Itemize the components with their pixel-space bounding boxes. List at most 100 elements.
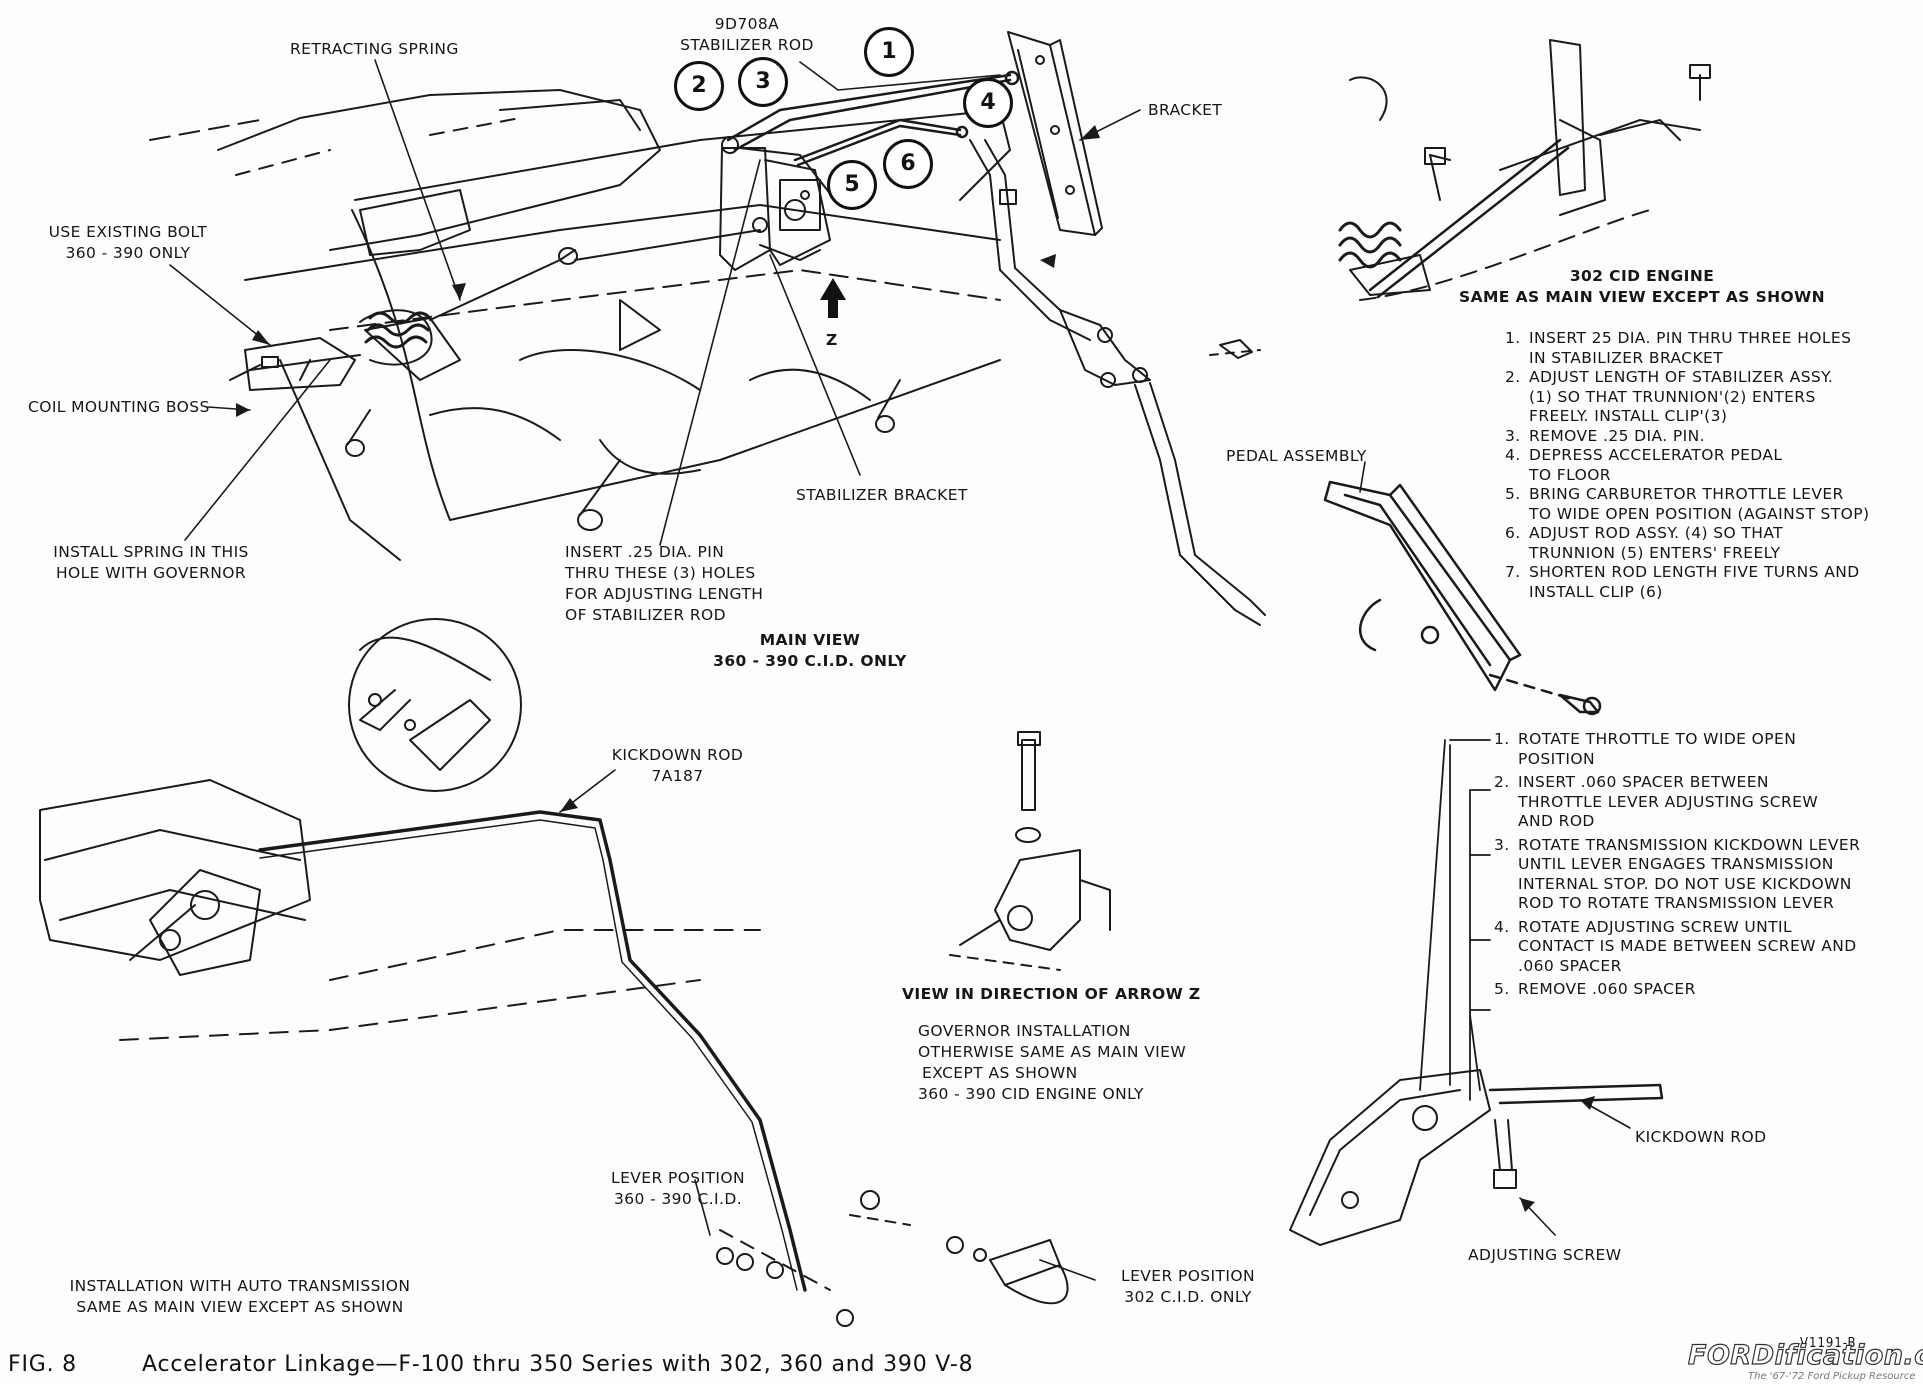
- label-governor-line4: 360 - 390 CID ENGINE ONLY: [918, 1085, 1144, 1103]
- figure-title: Accelerator Linkage—F-100 thru 350 Serie…: [142, 1352, 974, 1377]
- step-302-text: INSERT 25 DIA. PIN THRU THREE HOLES IN S…: [1529, 329, 1852, 367]
- step-302-7: 7. SHORTEN ROD LENGTH FIVE TURNS AND INST…: [1505, 563, 1869, 602]
- step-302-3: 3. REMOVE .25 DIA. PIN.: [1505, 427, 1869, 447]
- carburetor-stabilizer: [719, 136, 836, 271]
- step-302-text: SHORTEN ROD LENGTH FIVE TURNS AND INSTAL…: [1529, 563, 1860, 601]
- step-302-5: 5. BRING CARBURETOR THROTTLE LEVER TO WID…: [1505, 485, 1869, 524]
- label-stabilizer-bracket: STABILIZER BRACKET: [796, 486, 968, 504]
- step-kickdown-text: REMOVE .060 SPACER: [1518, 980, 1696, 998]
- label-stabilizer-rod: 9D708A STABILIZER ROD: [672, 14, 822, 56]
- step-kickdown-text: ROTATE TRANSMISSION KICKDOWN LEVER UNTIL…: [1518, 835, 1861, 913]
- label-governor-line1: GOVERNOR INSTALLATION: [918, 1022, 1131, 1040]
- label-use-existing-bolt-line2: 360 - 390 ONLY: [65, 244, 191, 262]
- step-302-4: 4.DEPRESS ACCELERATOR PEDAL TO FLOOR: [1505, 446, 1869, 485]
- callout-6: 6: [883, 139, 933, 189]
- watermark-tagline: The '67-'72 Ford Pickup Resource: [1748, 1371, 1916, 1382]
- label-kickdown-rod-line1: KICKDOWN ROD: [611, 746, 744, 764]
- callout-1: 1: [864, 27, 914, 77]
- label-main-view-line1: MAIN VIEW: [759, 631, 861, 649]
- label-install-auto-line1: INSTALLATION WITH AUTO TRANSMISSION: [69, 1277, 411, 1295]
- step-302-number: 2.: [1505, 368, 1521, 386]
- step-kickdown-text: ROTATE THROTTLE TO WIDE OPEN POSITION: [1518, 730, 1797, 768]
- kickdown-linkage: [39, 618, 1069, 1327]
- engine-block-main: [149, 89, 1011, 561]
- arrow-z: [820, 278, 846, 318]
- pedal-assembly-drawing: [1323, 480, 1602, 716]
- step-kickdown-number: 5.: [1494, 980, 1510, 998]
- title-302-cid-line1: 302 CID ENGINE: [1569, 267, 1715, 285]
- figure-number: FIG. 8: [8, 1352, 77, 1377]
- label-lever-360-line2: 360 - 390 C.I.D.: [613, 1190, 743, 1208]
- step-kickdown-number: 2.: [1494, 773, 1510, 791]
- step-302-number: 4.: [1505, 446, 1521, 464]
- label-kickdown-rod-top: KICKDOWN ROD 7A187: [600, 745, 755, 787]
- label-install-spring: INSTALL SPRING IN THIS HOLE WITH GOVERNO…: [44, 542, 258, 584]
- label-kickdown-rod-line2: 7A187: [651, 767, 704, 785]
- watermark-logo: FORDification.com: [1687, 1339, 1923, 1371]
- label-lever-302-line2: 302 C.I.D. ONLY: [1124, 1288, 1252, 1306]
- label-insert-pin-line3: FOR ADJUSTING LENGTH: [565, 585, 764, 603]
- label-governor-line2: OTHERWISE SAME AS MAIN VIEW: [918, 1043, 1187, 1061]
- step-kickdown-2: 2. INSERT .060 SPACER BETWEEN THROTTLE LE…: [1494, 773, 1860, 832]
- step-302-text: REMOVE .25 DIA. PIN.: [1529, 426, 1705, 445]
- label-adjusting-screw: ADJUSTING SCREW: [1468, 1246, 1622, 1264]
- label-part-number-rod: 9D708A: [714, 15, 780, 33]
- step-kickdown-text: INSERT .060 SPACER BETWEEN THROTTLE LEVE…: [1518, 773, 1819, 830]
- stabilizer-rods: [726, 70, 1020, 167]
- callout-2: 2: [674, 61, 724, 111]
- step-302-number: 6.: [1505, 524, 1521, 542]
- label-lever-position-302: LEVER POSITION 302 C.I.D. ONLY: [1108, 1266, 1268, 1308]
- label-stabilizer-rod-text: STABILIZER ROD: [680, 36, 814, 54]
- label-install-auto-transmission: INSTALLATION WITH AUTO TRANSMISSION SAME…: [60, 1276, 420, 1318]
- step-kickdown-number: 1.: [1494, 730, 1510, 748]
- retracting-spring-assembly: [229, 229, 761, 391]
- step-kickdown-5: 5. REMOVE .060 SPACER: [1494, 980, 1860, 1000]
- label-install-spring-line1: INSTALL SPRING IN THIS: [53, 543, 249, 561]
- step-302-number: 1.: [1505, 329, 1521, 347]
- step-302-text: ADJUST LENGTH OF STABILIZER ASSY. (1) SO…: [1529, 368, 1834, 425]
- callout-5: 5: [827, 160, 877, 210]
- step-302-number: 5.: [1505, 485, 1521, 503]
- step-302-number: 7.: [1505, 563, 1521, 581]
- step-kickdown-number: 3.: [1494, 835, 1510, 854]
- steps-302-list: 1. INSERT 25 DIA. PIN THRU THREE HOLES IN…: [1505, 329, 1869, 602]
- step-kickdown-4: 4. ROTATE ADJUSTING SCREW UNTIL CONTACT I…: [1494, 918, 1860, 977]
- step-kickdown-3: 3. ROTATE TRANSMISSION KICKDOWN LEVER UNT…: [1494, 836, 1860, 914]
- step-kickdown-1: 1. ROTATE THROTTLE TO WIDE OPEN POSITION: [1494, 730, 1860, 769]
- label-view-arrow-z: VIEW IN DIRECTION OF ARROW Z: [902, 985, 1201, 1003]
- label-retracting-spring: RETRACTING SPRING: [290, 40, 459, 58]
- arrow-heads: [236, 125, 1595, 1212]
- step-302-number: 3.: [1505, 426, 1521, 445]
- callout-4: 4: [963, 78, 1013, 128]
- label-pedal-assembly: PEDAL ASSEMBLY: [1226, 447, 1367, 465]
- step-302-6: 6.ADJUST ROD ASSY. (4) SO THAT TRUNNION …: [1505, 524, 1869, 563]
- label-bracket: BRACKET: [1148, 101, 1223, 119]
- steps-kickdown-list: 1. ROTATE THROTTLE TO WIDE OPEN POSITION 2…: [1494, 730, 1860, 1004]
- label-lever-302-line1: LEVER POSITION: [1121, 1267, 1255, 1285]
- governor-view-z: [949, 731, 1111, 971]
- label-insert-pin-line4: OF STABILIZER ROD: [565, 606, 726, 624]
- title-302-cid: 302 CID ENGINE SAME AS MAIN VIEW EXCEPT …: [1452, 266, 1832, 308]
- label-insert-pin: INSERT .25 DIA. PIN THRU THESE (3) HOLES…: [565, 542, 763, 626]
- label-use-existing-bolt: USE EXISTING BOLT 360 - 390 ONLY: [28, 222, 228, 264]
- label-insert-pin-line2: THRU THESE (3) HOLES: [565, 564, 756, 582]
- bracket-and-pedal-arm: [969, 31, 1266, 626]
- title-302-cid-line2: SAME AS MAIN VIEW EXCEPT AS SHOWN: [1459, 288, 1825, 306]
- label-install-auto-line2: SAME AS MAIN VIEW EXCEPT AS SHOWN: [76, 1298, 404, 1316]
- label-use-existing-bolt-line1: USE EXISTING BOLT: [48, 223, 208, 241]
- label-arrow-z: Z: [826, 331, 838, 349]
- label-lever-position-360: LEVER POSITION 360 - 390 C.I.D.: [598, 1168, 758, 1210]
- label-insert-pin-line1: INSERT .25 DIA. PIN: [565, 543, 725, 561]
- label-lever-360-line1: LEVER POSITION: [611, 1169, 745, 1187]
- figure-caption: FIG. 8 Accelerator Linkage—F-100 thru 350…: [8, 1352, 973, 1377]
- label-coil-mounting-boss: COIL MOUNTING BOSS: [28, 398, 210, 416]
- step-kickdown-text: ROTATE ADJUSTING SCREW UNTIL CONTACT IS …: [1518, 917, 1857, 975]
- step-302-2: 2. ADJUST LENGTH OF STABILIZER ASSY. (1) …: [1505, 368, 1869, 427]
- step-kickdown-number: 4.: [1494, 917, 1510, 936]
- label-governor-line3: EXCEPT AS SHOWN: [922, 1064, 1078, 1082]
- callout-3: 3: [738, 57, 788, 107]
- label-install-spring-line2: HOLE WITH GOVERNOR: [55, 564, 247, 582]
- label-kickdown-rod-right: KICKDOWN ROD: [1635, 1128, 1767, 1146]
- step-302-text: BRING CARBURETOR THROTTLE LEVER TO WIDE …: [1529, 485, 1870, 523]
